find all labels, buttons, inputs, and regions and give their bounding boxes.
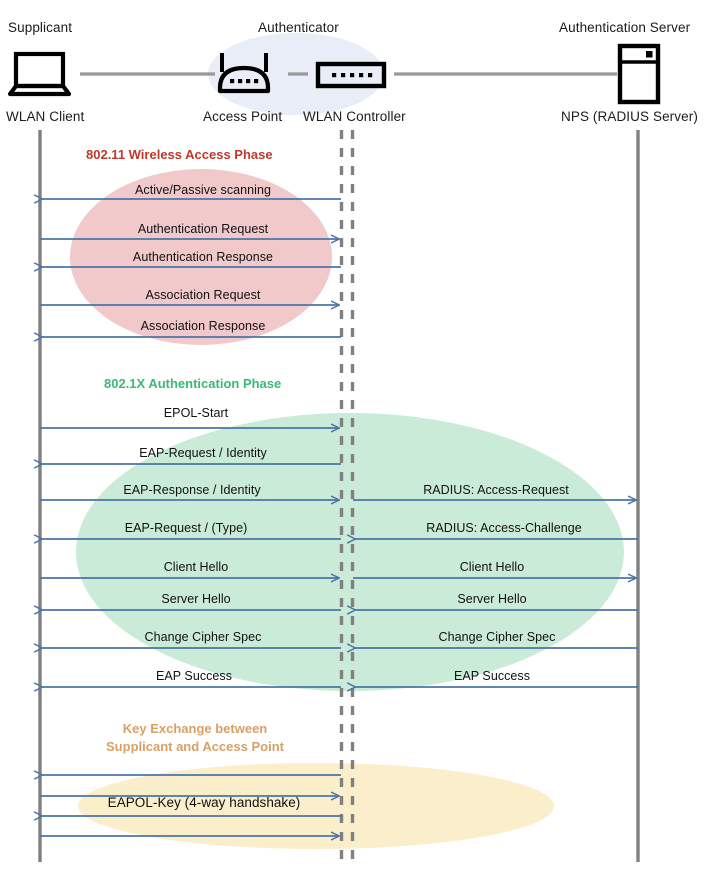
actor-role-authentication-server: Authentication Server — [559, 20, 691, 35]
msg-label-eap-request-type: EAP-Request / (Type) — [124, 521, 248, 535]
phase-title-key-exchange-line1: Key Exchange between — [122, 721, 268, 736]
msg-label-client-hello-right: Client Hello — [459, 560, 525, 574]
actor-name-access-point: Access Point — [203, 109, 283, 124]
msg-label-change-cipher-spec-right: Change Cipher Spec — [438, 630, 556, 644]
msg-label-eap-success-left: EAP Success — [155, 669, 233, 683]
wireless-router-icon — [217, 53, 271, 94]
msg-label-change-cipher-spec-left: Change Cipher Spec — [144, 630, 262, 644]
phase-title-key-exchange-line2: Supplicant and Access Point — [106, 739, 284, 754]
phase-802-11-ellipse — [70, 169, 332, 345]
msg-label-authentication-request: Authentication Request — [137, 222, 269, 236]
msg-label-eap-request-identity: EAP-Request / Identity — [139, 446, 267, 460]
phase-key-exchange-ellipse — [78, 763, 554, 849]
actor-role-authenticator: Authenticator — [258, 20, 339, 35]
msg-label-radius-access-request: RADIUS: Access-Request — [423, 483, 569, 497]
msg-label-eap-response-identity: EAP-Response / Identity — [123, 483, 261, 497]
msg-label-active-passive-scanning: Active/Passive scanning — [135, 183, 271, 197]
actor-name-wlan-controller: WLAN Controller — [303, 109, 406, 124]
msg-label-radius-access-challenge: RADIUS: Access-Challenge — [426, 521, 582, 535]
msg-label-client-hello-left: Client Hello — [163, 560, 229, 574]
phase-802-1x-ellipse — [76, 413, 624, 691]
msg-label-epol-start: EPOL-Start — [163, 406, 229, 420]
actor-role-supplicant: Supplicant — [8, 20, 73, 35]
network-switch-icon — [315, 61, 387, 89]
msg-label-association-request: Association Request — [145, 288, 261, 302]
server-tower-icon — [617, 43, 661, 105]
message-arrows-right — [353, 500, 638, 687]
actor-name-nps-radius-server: NPS (RADIUS Server) — [561, 109, 698, 124]
actor-name-wlan-client: WLAN Client — [6, 109, 85, 124]
msg-label-association-response: Association Response — [140, 319, 266, 333]
msg-label-server-hello-left: Server Hello — [161, 592, 231, 606]
msg-label-server-hello-right: Server Hello — [457, 592, 527, 606]
msg-label-eap-success-right: EAP Success — [453, 669, 531, 683]
phase-title-802-11: 802.11 Wireless Access Phase — [86, 147, 273, 162]
msg-label-eapol-key: EAPOL-Key (4-way handshake) — [107, 795, 301, 810]
message-arrows-left — [40, 199, 341, 836]
msg-label-authentication-response: Authentication Response — [132, 250, 274, 264]
laptop-icon — [7, 51, 72, 97]
phase-title-802-1x: 802.1X Authentication Phase — [104, 376, 282, 391]
